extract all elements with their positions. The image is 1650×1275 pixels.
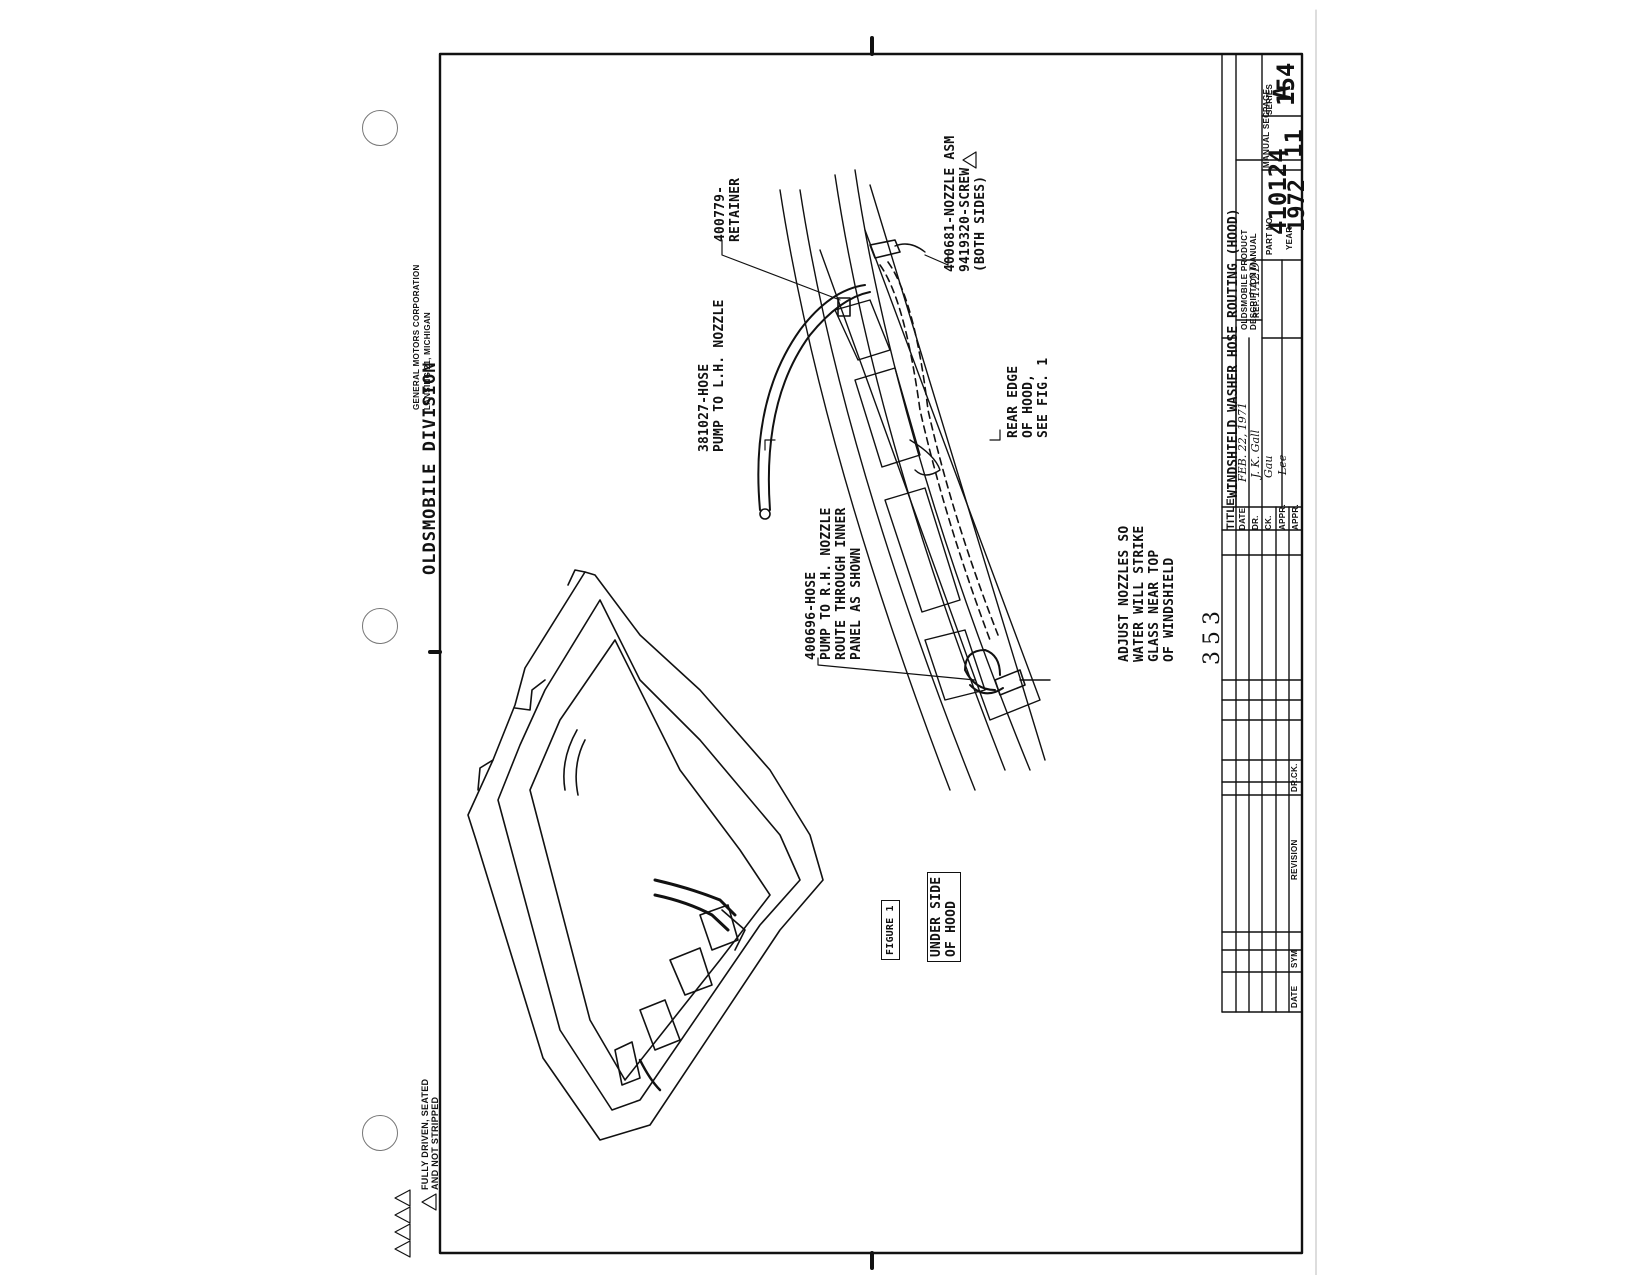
footnote: FULLY DRIVEN, SEATED AND NOT STRIPPED — [420, 1078, 440, 1190]
date-label: DATE — [1238, 507, 1247, 530]
ck-value: Gau — [1262, 455, 1275, 478]
rev-col-ck: CK. — [1290, 763, 1299, 778]
figure-tag: FIGURE 1 — [881, 900, 900, 960]
callout-rh-hose: 400696-HOSE PUMP TO R.H. NOZZLE ROUTE TH… — [804, 507, 864, 660]
callout-nozzle: 400681-NOZZLE ASM 9419320-SCREW (BOTH SI… — [943, 135, 988, 272]
dr-value: J. K. Gall — [1249, 429, 1262, 478]
dr-label: DR. — [1251, 515, 1260, 530]
handwritten-page-number: 353 — [1200, 605, 1225, 665]
hood-underside-figure — [467, 569, 824, 1141]
rev-col-date: DATE — [1290, 985, 1299, 1008]
manual-sec-label: MANUAL SEC. — [1262, 109, 1271, 168]
corporation-line-2: LANSING 21, MICHIGAN — [423, 311, 432, 410]
appr-value: Lee — [1276, 454, 1289, 475]
appr2-label: APPR. — [1291, 504, 1300, 530]
page-label: PAGE — [1262, 88, 1271, 112]
ref-value: 1A2D — [1248, 261, 1263, 298]
title-block-lines — [1221, 53, 1303, 1013]
binder-hole-bottom — [362, 1115, 398, 1151]
page-value: 154 — [1272, 62, 1300, 106]
callout-retainer: 400779- RETAINER — [713, 177, 743, 242]
figure-label: FIGURE 1 — [880, 900, 900, 960]
figure-caption: UNDER SIDE OF HOOD — [927, 871, 961, 962]
ck-label: CK. — [1264, 515, 1273, 530]
ref-label: REF. — [1252, 299, 1261, 318]
note-adjust-nozzles: ADJUST NOZZLES SO WATER WILL STRIKE GLAS… — [1117, 525, 1177, 662]
callout-lh-hose: 381027-HOSE PUMP TO L.H. NOZZLE — [697, 299, 727, 452]
rev-col-dr: DR. — [1290, 777, 1299, 792]
rev-col-sym: SYM — [1290, 949, 1299, 968]
callout-rear-edge: REAR EDGE OF HOOD, SEE FIG. 1 — [1006, 357, 1051, 438]
binder-hole-top — [362, 110, 398, 146]
date-value: FEB. 22, 1971 — [1236, 402, 1249, 482]
delta-symbols — [394, 151, 977, 1258]
year-value: 1972 — [1285, 179, 1310, 232]
leader-lines — [721, 239, 1001, 681]
title-label: TITLE — [1225, 497, 1237, 530]
hood-rear-edge-detail — [757, 169, 1051, 791]
binder-hole-middle — [362, 608, 398, 644]
corporation-line-1: GENERAL MOTORS CORPORATION — [412, 264, 421, 410]
rev-col-revision: REVISION — [1290, 839, 1299, 880]
appr-label: APPR. — [1278, 504, 1287, 530]
manual-sec-value: 11 — [1280, 129, 1308, 158]
